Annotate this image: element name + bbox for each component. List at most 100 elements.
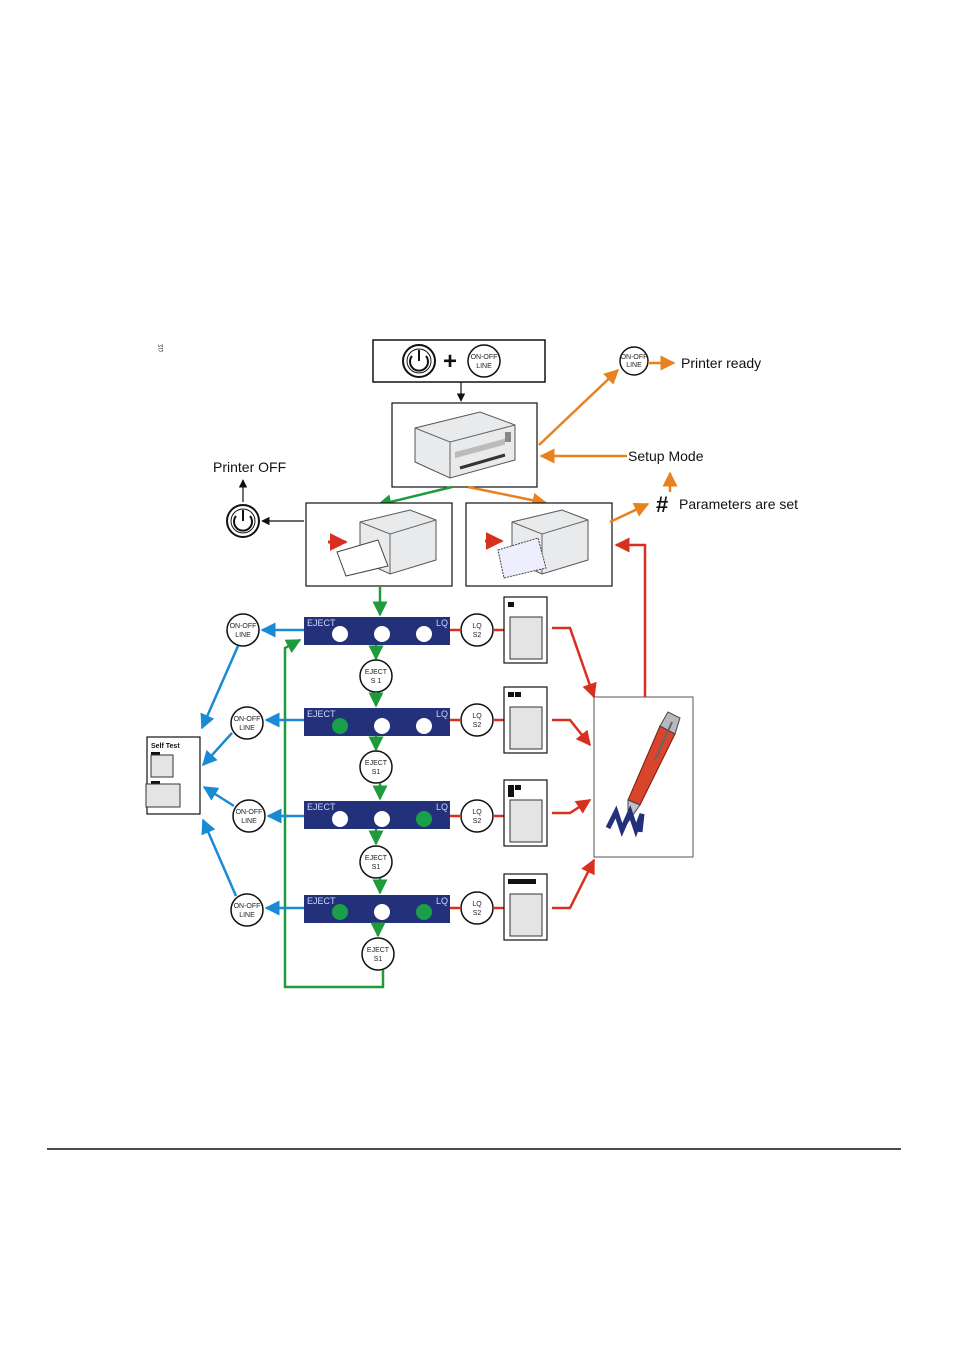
- arrow-doc1-pen: [552, 626, 597, 699]
- led: [332, 904, 348, 920]
- led: [374, 718, 390, 734]
- led: [332, 626, 348, 642]
- led: [416, 626, 432, 642]
- svg-text:ON-OFF: ON-OFF: [471, 354, 498, 361]
- svg-text:ON-OFF: ON-OFF: [236, 809, 263, 816]
- svg-text:EJECT: EJECT: [365, 669, 388, 676]
- svg-text:Self Test: Self Test: [151, 743, 180, 750]
- writing-scribble-icon: [605, 805, 645, 838]
- svg-text:LINE: LINE: [476, 363, 492, 370]
- svg-text:LINE: LINE: [239, 912, 255, 919]
- svg-text:LQ: LQ: [472, 623, 482, 630]
- svg-text:EJECT: EJECT: [307, 709, 336, 719]
- svg-text:LQ: LQ: [436, 709, 448, 719]
- svg-text:ON-OFF: ON-OFF: [621, 354, 648, 361]
- svg-text:EJECT: EJECT: [307, 896, 336, 906]
- svg-text:S1: S1: [374, 956, 383, 963]
- parameters-set-label: Parameters are set: [679, 496, 798, 512]
- self-test-box: Self Test: [145, 736, 201, 815]
- svg-text:S2: S2: [473, 632, 482, 639]
- power-plus-online-box: + ON-OFF LINE: [372, 339, 546, 383]
- svg-text:LQ: LQ: [472, 713, 482, 720]
- on-off-line-button-row4: ON-OFF LINE: [230, 893, 264, 927]
- svg-text:ON-OFF: ON-OFF: [234, 903, 261, 910]
- svg-text:ON-OFF: ON-OFF: [234, 716, 261, 723]
- eject-s1-button-4: EJECT S1: [361, 937, 395, 971]
- document-row4: [503, 873, 548, 941]
- on-off-line-button-row3: ON-OFF LINE: [232, 799, 266, 833]
- led: [416, 811, 432, 827]
- svg-text:LINE: LINE: [235, 632, 251, 639]
- arrow-to-hash: [609, 502, 650, 524]
- arrow-online2-selftest: [201, 732, 233, 767]
- on-off-line-button-ready: ON-OFF LINE: [619, 346, 649, 376]
- corner-mark: ΩΣ: [159, 344, 165, 352]
- led: [374, 811, 390, 827]
- svg-text:LQ: LQ: [436, 618, 448, 628]
- lq-s2-button-row4: LQ S2: [460, 891, 494, 925]
- plus-sign: +: [443, 348, 457, 375]
- eject-s1-button-1: EJECT S 1: [359, 659, 393, 693]
- arrow-online4-selftest: [201, 818, 238, 897]
- on-off-line-button-row1: ON-OFF LINE: [226, 613, 260, 647]
- svg-text:S2: S2: [473, 722, 482, 729]
- svg-text:LINE: LINE: [626, 362, 642, 369]
- led: [332, 811, 348, 827]
- lq-s2-button-row1: LQ S2: [460, 613, 494, 647]
- svg-text:S2: S2: [473, 818, 482, 825]
- arrow-printer-to-ready: [538, 368, 620, 446]
- svg-text:LQ: LQ: [472, 809, 482, 816]
- form-paper-box: [465, 502, 613, 587]
- pen-icon: [627, 711, 681, 824]
- printer-image-box: [391, 402, 538, 488]
- svg-text:EJECT: EJECT: [307, 802, 336, 812]
- svg-text:EJECT: EJECT: [367, 947, 390, 954]
- svg-text:S1: S1: [372, 864, 381, 871]
- led: [416, 904, 432, 920]
- document-row1: [503, 596, 548, 664]
- svg-text:LINE: LINE: [239, 725, 255, 732]
- printer-icon: [414, 411, 516, 479]
- setup-mode-label: Setup Mode: [628, 448, 704, 464]
- arrow-to-paper-form: [467, 485, 548, 508]
- arrow-doc4-pen: [552, 858, 596, 910]
- arrow-online3-selftest: [202, 785, 235, 808]
- panel-row-1: EJECT LQ: [304, 617, 450, 645]
- arrow-to-paper-in: [376, 485, 453, 510]
- svg-text:LQ: LQ: [436, 802, 448, 812]
- green-loop-back: [283, 638, 385, 989]
- svg-text:S 1: S 1: [371, 678, 382, 685]
- svg-text:LQ: LQ: [472, 901, 482, 908]
- led: [374, 626, 390, 642]
- lq-s2-button-row3: LQ S2: [460, 799, 494, 833]
- pen-box: [593, 696, 694, 858]
- hash-sign: #: [656, 492, 668, 517]
- power-icon-off: [226, 504, 260, 538]
- svg-text:S1: S1: [372, 769, 381, 776]
- eject-s1-button-3: EJECT S1: [359, 845, 393, 879]
- svg-text:LQ: LQ: [436, 896, 448, 906]
- document-row3: [503, 779, 548, 847]
- svg-text:EJECT: EJECT: [365, 760, 388, 767]
- svg-text:S2: S2: [473, 910, 482, 917]
- led: [374, 904, 390, 920]
- svg-text:ON-OFF: ON-OFF: [230, 623, 257, 630]
- arrow-pen-to-form: [614, 537, 647, 697]
- power-icon: [402, 344, 436, 378]
- printer-off-label: Printer OFF: [213, 459, 286, 475]
- on-off-line-button-row2: ON-OFF LINE: [230, 706, 264, 740]
- svg-text:LINE: LINE: [241, 818, 257, 825]
- svg-text:EJECT: EJECT: [365, 855, 388, 862]
- arrow-online1-selftest: [200, 645, 240, 730]
- arrow-doc2-pen: [552, 718, 591, 747]
- printer-ready-label: Printer ready: [681, 355, 761, 371]
- panel-row-4: EJECT LQ: [304, 895, 450, 923]
- on-off-line-button-top: ON-OFF LINE: [467, 344, 501, 378]
- paper-insert-box: [305, 502, 453, 587]
- lq-s2-button-row2: LQ S2: [460, 703, 494, 737]
- panel-row-3: EJECT LQ: [304, 801, 450, 829]
- panel-row-2: EJECT LQ: [304, 708, 450, 736]
- led: [332, 718, 348, 734]
- eject-s1-button-2: EJECT S1: [359, 750, 393, 784]
